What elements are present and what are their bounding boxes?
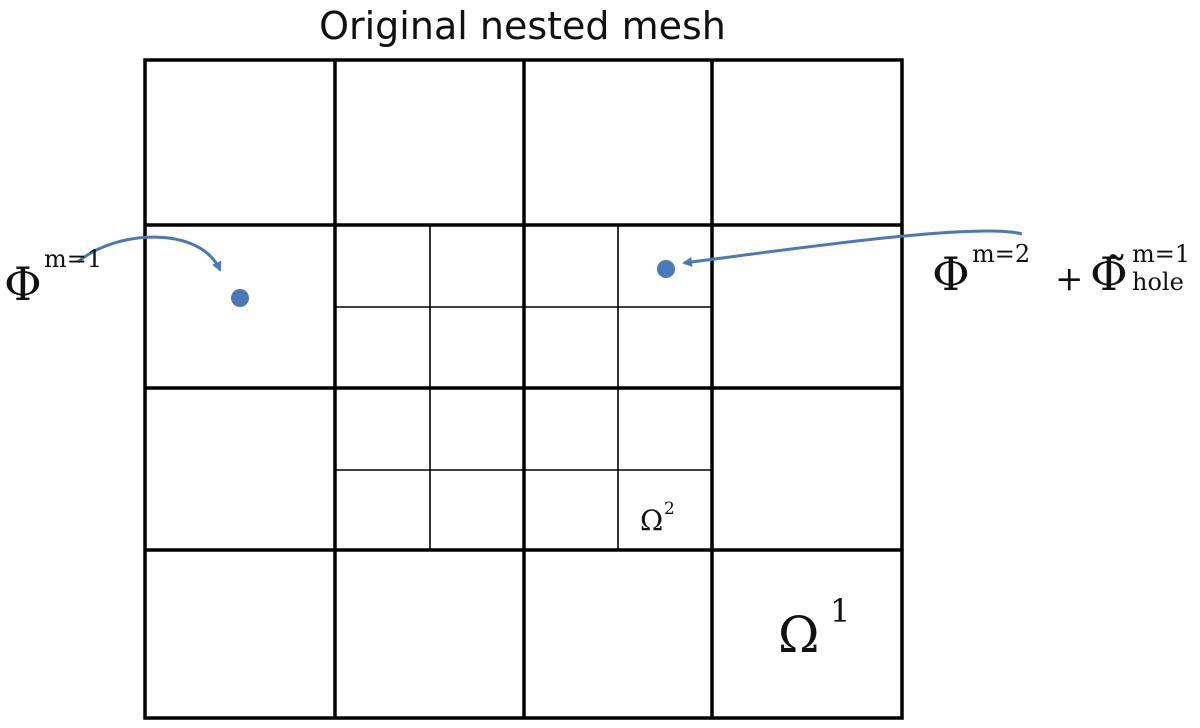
- phi-superscript: m=2: [972, 240, 1030, 268]
- omega-symbol: Ω: [778, 606, 819, 664]
- phi-symbol: Φ: [4, 257, 42, 311]
- coarse-point: [231, 289, 249, 307]
- phi-symbol: Φ: [932, 247, 970, 301]
- fine-point: [657, 260, 675, 278]
- phi-tilde-superscript: m=1: [1132, 240, 1190, 268]
- plus-sign: +: [1055, 259, 1084, 299]
- label-phi-fine: Φ m=2 + Φ̃ m=1 hole: [932, 240, 1190, 301]
- label-omega-coarse: Ω 1: [778, 592, 850, 664]
- coarse-mesh: [143, 58, 904, 720]
- omega-superscript: 2: [664, 499, 675, 519]
- label-phi-coarse: Φ m=1: [4, 245, 102, 311]
- omega-symbol: Ω: [640, 504, 663, 537]
- arrow-fine-point: [682, 229, 1023, 267]
- omega-superscript: 1: [830, 592, 850, 630]
- phi-tilde-subscript: hole: [1132, 268, 1184, 296]
- diagram-title: Original nested mesh: [319, 4, 726, 48]
- phi-superscript: m=1: [44, 245, 102, 273]
- phi-tilde-symbol: Φ̃: [1090, 247, 1128, 301]
- label-omega-fine: Ω 2: [640, 499, 675, 537]
- arrow-coarse-point: [77, 235, 222, 272]
